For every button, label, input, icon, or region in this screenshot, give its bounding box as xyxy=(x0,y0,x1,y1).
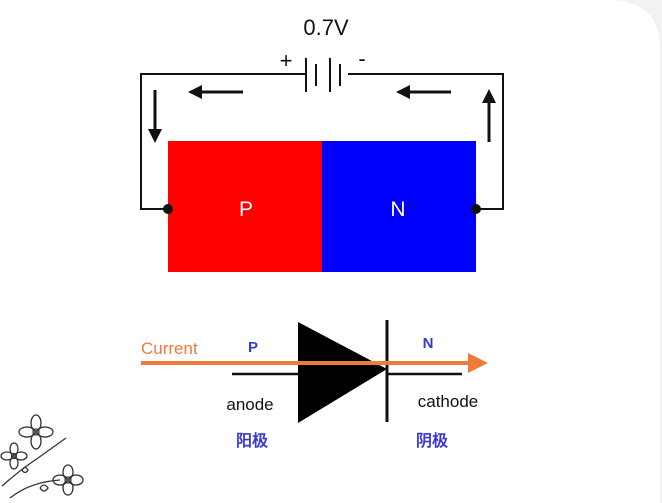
anode-terminal-dot xyxy=(163,204,173,214)
diode-p-label: P xyxy=(248,339,258,356)
battery-plus-label: + xyxy=(280,48,293,73)
cathode-label: cathode xyxy=(418,392,479,411)
battery-voltage-label: 0.7V xyxy=(303,15,349,40)
p-region-block xyxy=(168,141,322,272)
arrow-down-icon xyxy=(148,90,162,143)
arrow-left-icon xyxy=(396,85,451,99)
n-region-label: N xyxy=(390,198,405,221)
cathode-chinese-label: 阴极 xyxy=(416,431,449,450)
n-region-block xyxy=(322,141,476,272)
current-label: Current xyxy=(141,339,198,358)
arrow-left-icon xyxy=(188,85,243,99)
arrow-up-icon xyxy=(482,89,496,142)
p-region-label: P xyxy=(239,198,253,221)
battery-minus-label: - xyxy=(358,46,365,71)
circuit-wire xyxy=(140,73,504,210)
diode-n-label: N xyxy=(423,335,434,352)
flower-doodle-icon xyxy=(0,414,84,499)
battery-symbol xyxy=(305,58,341,92)
diode-symbol-icon xyxy=(232,320,462,423)
cathode-terminal-dot xyxy=(471,204,481,214)
anode-chinese-label: 阳极 xyxy=(236,431,269,450)
anode-label: anode xyxy=(226,395,273,414)
